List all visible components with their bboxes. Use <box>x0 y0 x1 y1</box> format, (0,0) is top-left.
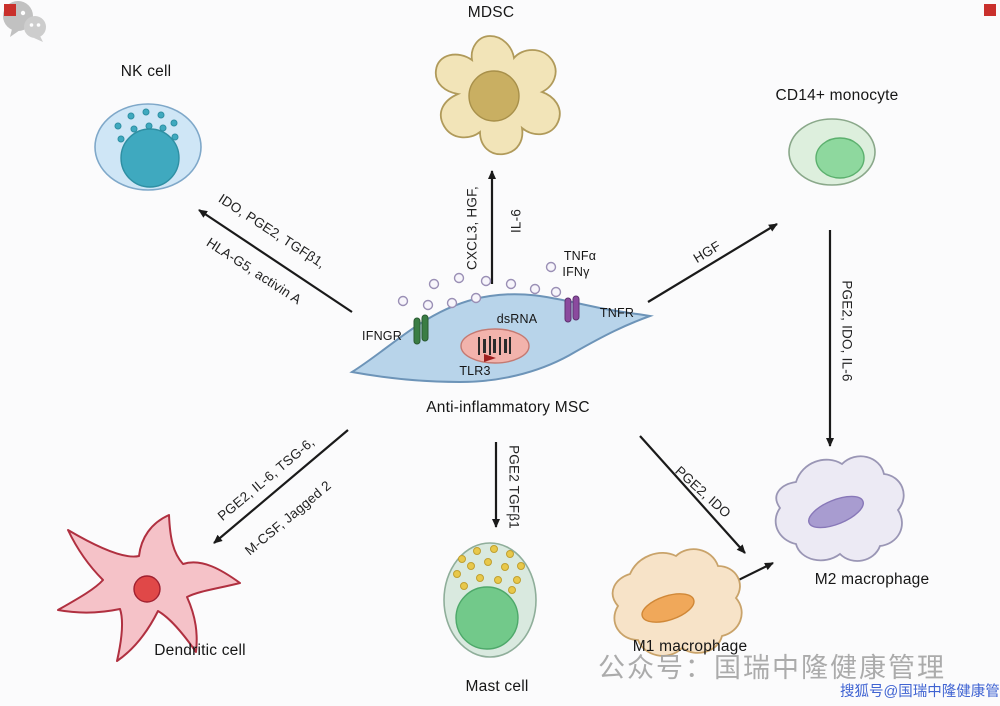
label-factors-to-mdsc-line2: IL-6 <box>508 208 524 234</box>
red-corner-mark-top-left <box>4 4 16 16</box>
label-anti-inflammatory-msc: Anti-inflammatory MSC <box>426 399 590 416</box>
m1-nucleus <box>641 593 695 623</box>
label-nk-cell: NK cell <box>120 63 172 80</box>
arrow-msc-to-nk <box>198 209 353 313</box>
watermark-wechat-text: 公众号：国瑞中隆健康管理 <box>598 653 946 683</box>
red-corner-mark-top-right <box>984 4 996 16</box>
label-ifng: IFNγ <box>562 265 590 279</box>
label-tlr3: TLR3 <box>459 364 491 378</box>
label-cd14-monocyte: CD14+ monocyte <box>775 87 899 104</box>
ifngr-receptor <box>413 314 429 345</box>
label-m1-macrophage: M1 macrophage <box>632 638 748 655</box>
label-factors-monocyte-to-m2: PGE2, IDO, IL-6 <box>839 280 855 382</box>
label-dsrna: dsRNA <box>496 312 538 326</box>
dendritic-nucleus <box>133 575 161 603</box>
label-mast-cell: Mast cell <box>465 678 529 695</box>
mdsc-cell-nucleus <box>468 70 520 122</box>
tlr3-arrow-icon <box>484 354 496 362</box>
arrow-msc-to-dendritic <box>213 429 349 544</box>
label-tnfr: TNFR <box>599 306 635 320</box>
label-mdsc: MDSC <box>467 4 515 21</box>
watermark-sohu-text: 搜狐号@国瑞中隆健康管理 <box>840 684 1000 700</box>
arrow-group <box>198 170 834 599</box>
label-m2-macrophage: M2 macrophage <box>814 571 930 588</box>
dsrna-barcode <box>478 336 511 355</box>
label-tnfa: TNFα <box>563 249 597 263</box>
monocyte-nucleus <box>815 137 865 179</box>
mast-granules <box>453 545 525 594</box>
arrow-msc-to-m1 <box>639 435 746 554</box>
label-dendritic-cell: Dendritic cell <box>154 642 246 659</box>
tnfr-receptor <box>564 295 580 323</box>
secreted-molecules <box>397 261 562 311</box>
mast-nucleus <box>455 586 519 650</box>
nk-cell-nucleus <box>120 128 180 188</box>
label-factors-to-mdsc-line1: CXCL3, HGF, <box>464 186 480 270</box>
label-factors-to-mast: PGE2 TGFβ1 <box>506 445 522 529</box>
arrow-msc-to-monocyte <box>647 223 778 303</box>
label-ifngr: IFNGR <box>362 329 402 343</box>
m2-nucleus <box>808 495 864 529</box>
